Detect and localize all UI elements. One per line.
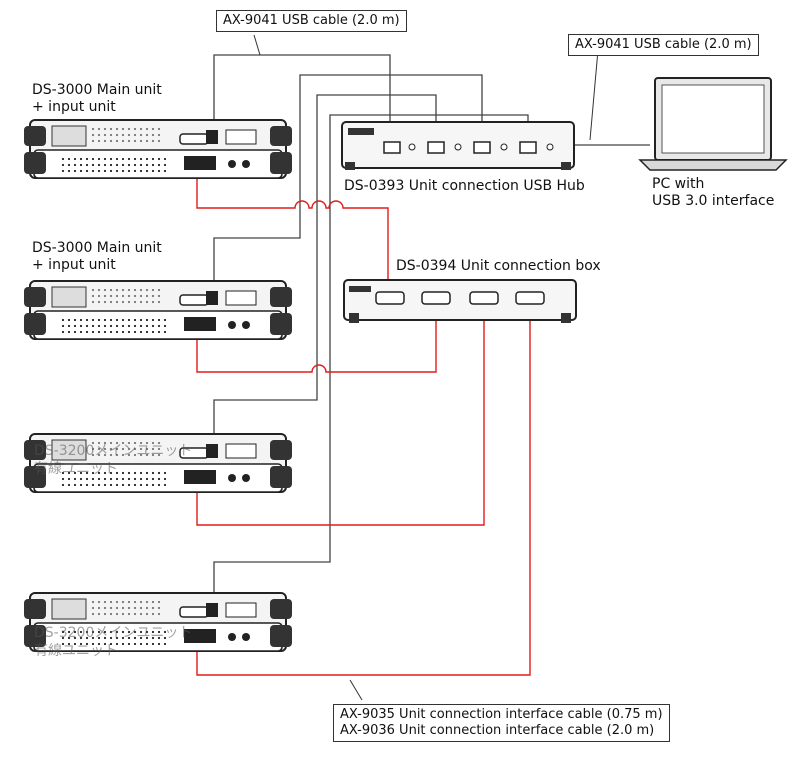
unit-1-label: DS-3000 Main unit + input unit xyxy=(32,82,162,116)
main-unit-2 xyxy=(23,280,293,340)
unit-1-label-line1: DS-3000 Main unit xyxy=(32,82,162,98)
ghost-text-unit4-line1: DS-3200メインユニット xyxy=(34,625,193,641)
box-label: DS-0394 Unit connection box xyxy=(396,258,601,274)
pc-label-line1: PC with xyxy=(652,176,705,192)
usb-cables xyxy=(213,54,650,600)
usb-cable-unit3 xyxy=(213,94,437,442)
interface-cable-20-label: AX-9036 Unit connection interface cable … xyxy=(340,723,655,738)
connection-box xyxy=(343,279,577,323)
unit-2-label-line2: + input unit xyxy=(32,257,116,273)
callout-leaders xyxy=(253,34,599,701)
interface-cable-075-label: AX-9035 Unit connection interface cable … xyxy=(340,707,663,722)
usb-cable-unit4 xyxy=(213,114,529,600)
interface-cable-unit1 xyxy=(196,148,389,298)
ghost-text-unit4-line2: 有線ユニット xyxy=(34,643,118,659)
pc-label-line2: USB 3.0 interface xyxy=(652,193,775,209)
usb-cable-callout-right: AX-9041 USB cable (2.0 m) xyxy=(568,34,759,56)
ghost-text-unit3-line2: 有線ユニット xyxy=(34,461,118,477)
pc-label: PC with USB 3.0 interface xyxy=(652,176,774,210)
unit-2-label: DS-3000 Main unit + input unit xyxy=(32,240,162,274)
usb-cable-callout-top: AX-9041 USB cable (2.0 m) xyxy=(216,10,407,32)
interface-cable-callout: AX-9035 Unit connection interface cable … xyxy=(333,704,670,742)
hub-label: DS-0393 Unit connection USB Hub xyxy=(344,178,585,194)
laptop-pc xyxy=(638,77,788,171)
usb-hub xyxy=(341,121,575,170)
usb-cable-unit1 xyxy=(213,54,391,142)
unit-2-label-line1: DS-3000 Main unit xyxy=(32,240,162,256)
main-unit-1 xyxy=(23,119,293,179)
usb-cable-unit2 xyxy=(213,74,483,290)
ghost-text-unit3-line1: DS-3200メインユニット xyxy=(34,443,193,459)
unit-1-label-line2: + input unit xyxy=(32,99,116,115)
interface-cable-unit2 xyxy=(196,298,437,373)
